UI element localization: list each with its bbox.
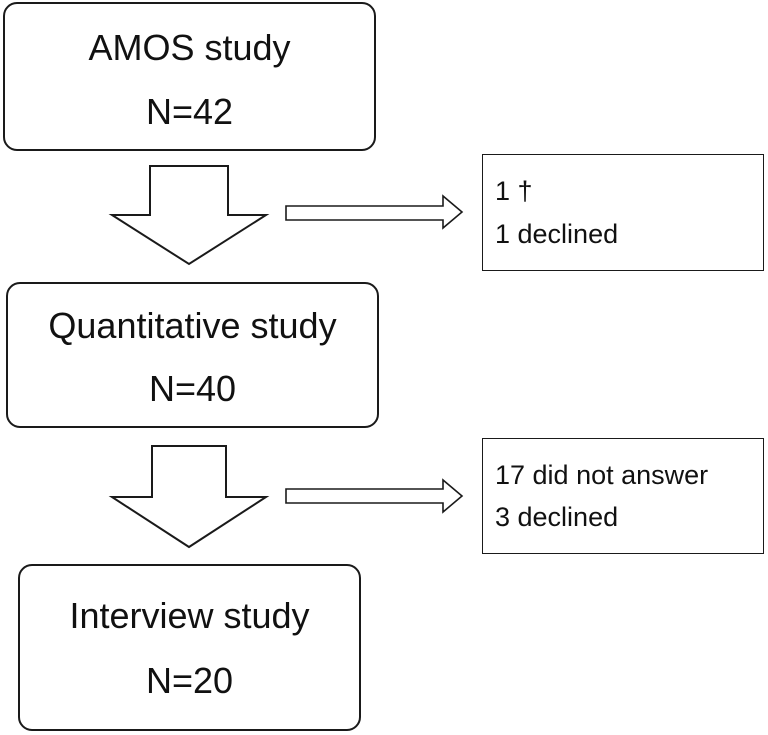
down-arrow-2 <box>108 445 270 549</box>
stage-count: N=20 <box>145 660 234 701</box>
exclusion-box-2: 17 did not answer 3 declined <box>482 438 764 554</box>
stage-count: N=40 <box>148 368 237 409</box>
stage-title: AMOS study <box>88 27 291 68</box>
exclusion-box-1: 1 † 1 declined <box>482 154 764 271</box>
exclusion-line: 17 did not answer <box>495 460 709 490</box>
stage-box-interview-study: Interview study N=20 <box>18 564 361 731</box>
stage-count: N=42 <box>145 91 234 132</box>
down-arrow-1 <box>108 165 270 266</box>
exclusion-line: 3 declined <box>495 502 619 532</box>
exclusion-line: 1 declined <box>495 219 619 249</box>
right-arrow-1 <box>285 194 464 230</box>
right-arrow-2 <box>285 478 464 514</box>
stage-box-quantitative-study: Quantitative study N=40 <box>6 282 379 428</box>
stage-box-amos-study: AMOS study N=42 <box>3 2 376 151</box>
stage-title: Quantitative study <box>48 305 337 346</box>
exclusion-line: 1 † <box>495 176 533 206</box>
stage-title: Interview study <box>69 595 310 636</box>
